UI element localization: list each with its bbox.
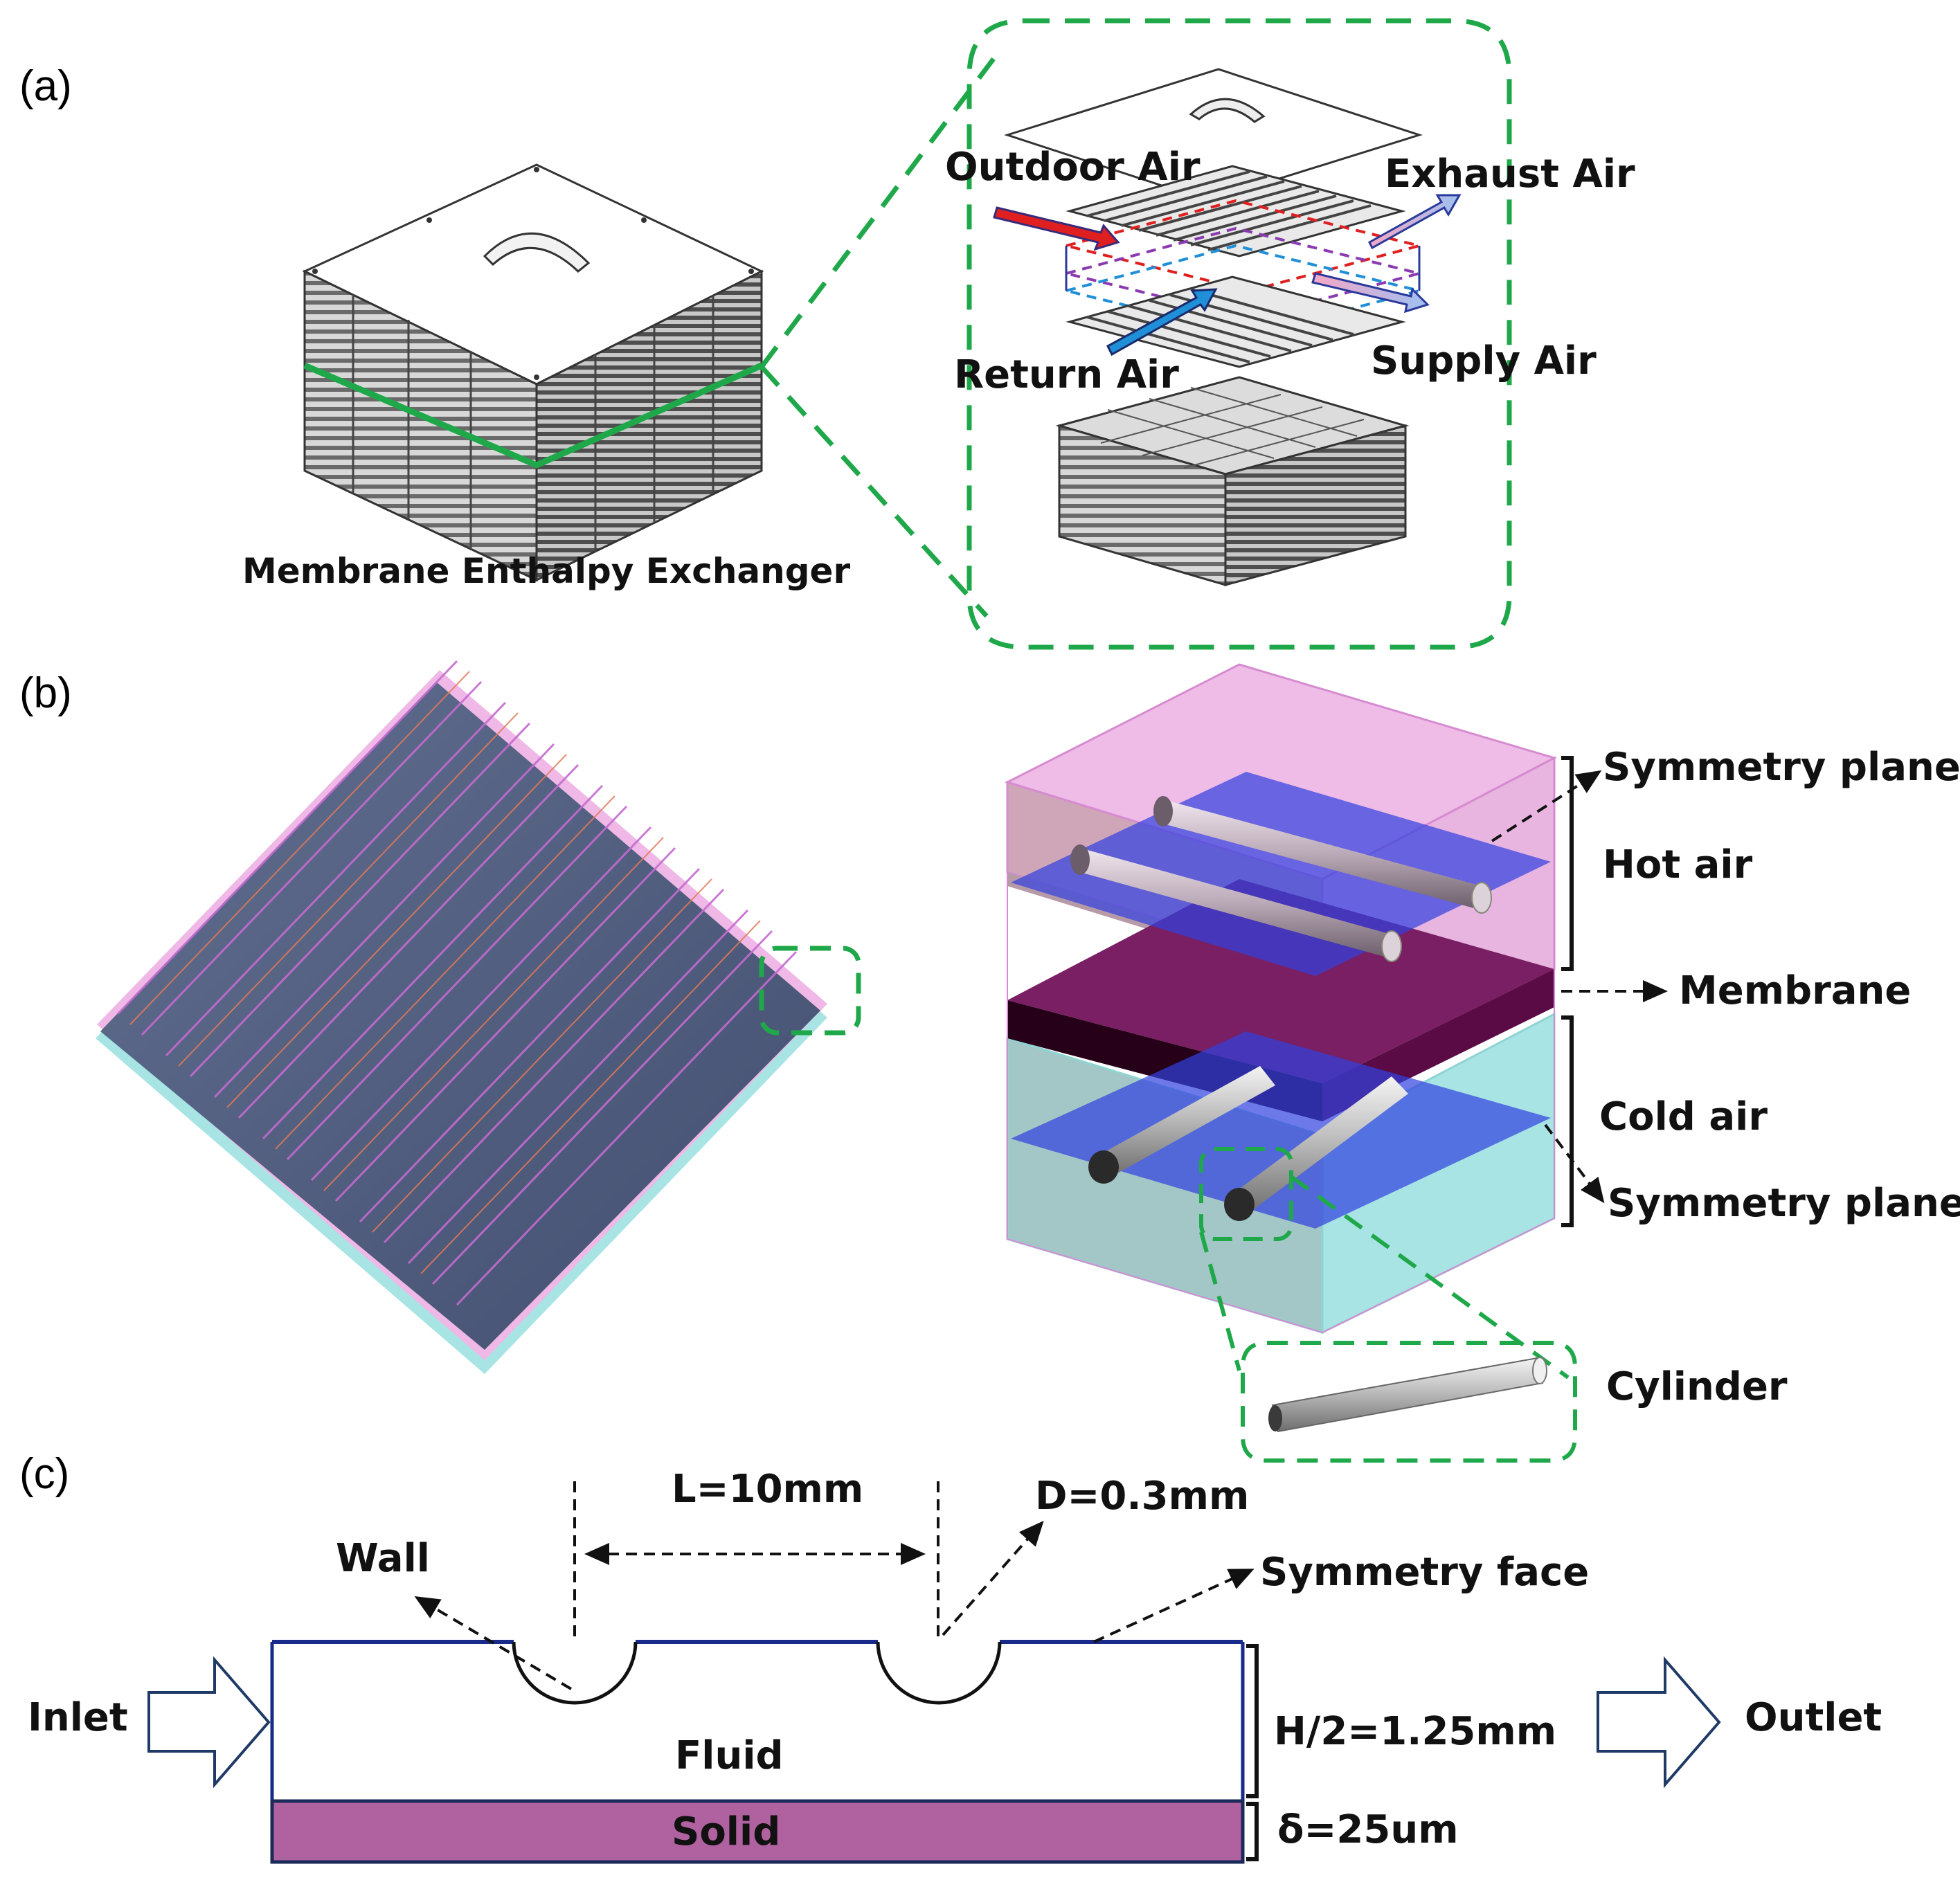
label-fluid: Fluid xyxy=(675,1733,784,1778)
label-symmetry-plane-top: Symmetry plane xyxy=(1603,745,1960,790)
label-spacing: L=10mm xyxy=(672,1467,863,1512)
label-diameter: D=0.3mm xyxy=(1035,1474,1249,1519)
domain-2d xyxy=(270,1640,1245,1864)
device-caption: Membrane Enthalpy Exchanger xyxy=(242,551,850,591)
zoom-callout-a xyxy=(759,18,1512,650)
panel-label-c: (c) xyxy=(19,1450,69,1498)
zoom-box-cylinder xyxy=(1199,1147,1293,1241)
exchanger-cube xyxy=(302,163,764,582)
label-symmetry-face: Symmetry face xyxy=(1260,1550,1589,1595)
label-outdoor-air: Outdoor Air xyxy=(945,145,1201,190)
inlet-arrow xyxy=(147,1656,271,1789)
label-supply-air: Supply Air xyxy=(1371,338,1597,383)
label-cylinder: Cylinder xyxy=(1606,1364,1788,1409)
label-symmetry-plane-bottom: Symmetry plane xyxy=(1608,1181,1960,1226)
label-inlet: Inlet xyxy=(28,1695,128,1740)
dimension-lines xyxy=(414,1481,1255,1690)
label-wall: Wall xyxy=(336,1536,430,1581)
label-thickness: δ=25um xyxy=(1277,1807,1459,1852)
label-return-air: Return Air xyxy=(954,352,1179,397)
cylinder-inset xyxy=(1268,1357,1547,1433)
panel-label-b: (b) xyxy=(19,669,72,717)
zoom-callout-b xyxy=(1199,1175,1577,1463)
label-outlet: Outlet xyxy=(1745,1695,1882,1740)
channel-plate xyxy=(96,660,827,1374)
domain-box xyxy=(1005,663,1557,1335)
outlet-arrow xyxy=(1597,1656,1721,1789)
exploded-view xyxy=(993,68,1462,586)
label-hot-air: Hot air xyxy=(1603,842,1753,887)
braces-c xyxy=(1246,1644,1259,1861)
label-exhaust-air: Exhaust Air xyxy=(1385,152,1635,197)
panel-label-a: (a) xyxy=(19,62,72,110)
label-solid: Solid xyxy=(672,1809,780,1854)
zoom-box-plate xyxy=(759,946,861,1036)
label-half-height: H/2=1.25mm xyxy=(1274,1709,1556,1754)
label-membrane: Membrane xyxy=(1679,968,1911,1013)
label-cold-air: Cold air xyxy=(1599,1094,1768,1139)
braces-b xyxy=(1561,756,1574,1227)
pointers-b xyxy=(1491,770,1668,1204)
